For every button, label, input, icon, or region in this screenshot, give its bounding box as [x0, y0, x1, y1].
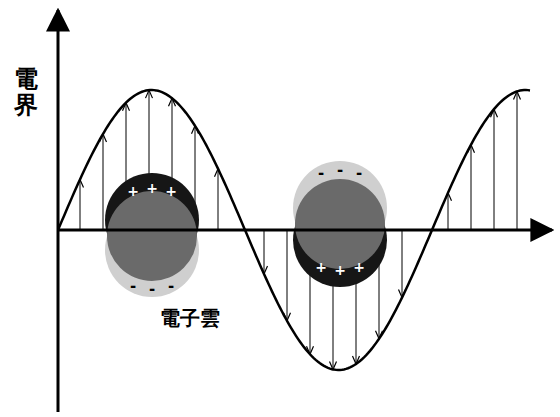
- charge-sign: -: [168, 279, 174, 294]
- charge-sign: +: [334, 263, 346, 277]
- x-axis: [58, 229, 552, 232]
- charge-sign: -: [149, 282, 155, 297]
- axis-label: 電界: [14, 66, 38, 119]
- y-axis: [57, 10, 60, 412]
- field-arrow: [287, 230, 288, 319]
- field-arrow: [402, 230, 403, 296]
- field-arrow: [494, 111, 495, 230]
- charge-sign: +: [315, 260, 327, 274]
- charge-sign: +: [127, 184, 139, 198]
- field-arrow: [264, 230, 265, 272]
- charge-sign: -: [356, 166, 362, 181]
- charge-sign: -: [337, 163, 343, 178]
- field-arrow: [80, 181, 81, 230]
- field-wave: [58, 90, 530, 370]
- charge-sign: +: [146, 181, 158, 195]
- charge-sign: -: [318, 166, 324, 181]
- atom-core: [295, 179, 385, 269]
- field-arrow: [517, 93, 518, 230]
- charge-sign: +: [165, 184, 177, 198]
- part-label: 電子雲: [160, 308, 220, 328]
- field-arrow: [103, 136, 104, 230]
- field-arrow: [448, 195, 449, 230]
- field-arrow: [471, 147, 472, 230]
- atom-core: [107, 191, 197, 281]
- field-arrow: [218, 171, 219, 230]
- charge-sign: -: [130, 279, 136, 294]
- charge-sign: +: [353, 260, 365, 274]
